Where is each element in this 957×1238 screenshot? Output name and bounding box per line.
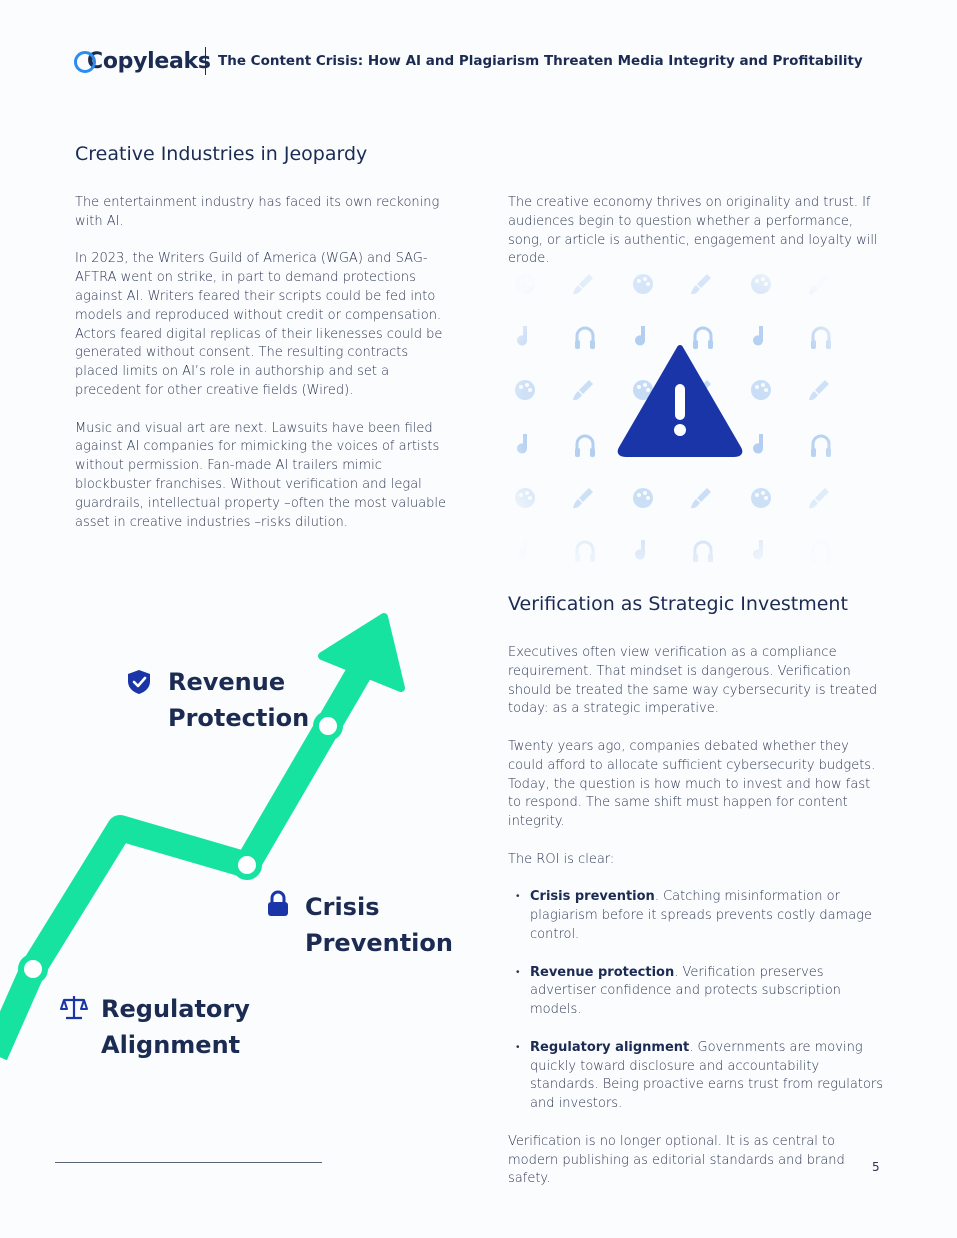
paragraph: The ROI is clear: — [508, 851, 615, 867]
milestone-dot — [232, 850, 262, 880]
bullet-text: . Governments are moving quickly toward … — [530, 1039, 884, 1112]
logo-ring-icon — [74, 51, 96, 73]
regulatory-alignment-label: Regulatory Alignment — [101, 991, 250, 1063]
verification-column: Executives often view verification as a … — [508, 644, 886, 1208]
bullet-title: Regulatory alignment — [530, 1039, 690, 1055]
crisis-prevention-label: Crisis Prevention — [305, 889, 453, 961]
list-item: Regulatory alignment. Governments are mo… — [508, 1039, 886, 1114]
header-divider — [205, 47, 206, 75]
label-line: Protection — [168, 704, 310, 732]
shield-check-icon — [128, 670, 150, 694]
footer-divider — [55, 1162, 322, 1163]
scales-icon — [60, 996, 88, 1020]
logo-text: Copyleaks — [87, 48, 211, 74]
paragraph: Twenty years ago, companies debated whet… — [508, 738, 876, 830]
bullet-title: Crisis prevention — [530, 889, 655, 905]
paragraph: Music and visual art are next. Lawsuits … — [75, 420, 447, 530]
bullet-text: . Catching misinformation or plagiarism … — [530, 889, 873, 942]
label-line: Crisis — [305, 893, 380, 921]
growth-arrow-graphic — [0, 613, 405, 1061]
paragraph: Executives often view verification as a … — [508, 645, 878, 717]
milestone-dot — [18, 954, 48, 984]
label-line: Regulatory — [101, 995, 250, 1023]
section-heading-creative: Creative Industries in Jeopardy — [75, 143, 368, 165]
paragraph: The creative economy thrives on original… — [508, 195, 878, 267]
roi-list: Crisis prevention. Catching misinformati… — [508, 888, 886, 1114]
list-item: Crisis prevention. Catching misinformati… — [508, 888, 886, 944]
revenue-protection-label: Revenue Protection — [168, 664, 309, 736]
bullet-text: . Verification preserves advertiser conf… — [530, 964, 841, 1018]
label-line: Alignment — [101, 1031, 241, 1059]
paragraph: The entertainment industry has faced its… — [75, 195, 440, 229]
warning-illustration — [505, 262, 845, 562]
bullet-title: Revenue protection — [530, 964, 675, 980]
copyleaks-logo: Copyleaks — [74, 44, 211, 78]
lock-icon — [268, 890, 288, 916]
arrow-head — [318, 613, 405, 692]
label-line: Revenue — [168, 668, 286, 696]
section-heading-verification: Verification as Strategic Investment — [508, 593, 848, 615]
paragraph: In 2023, the Writers Guild of America (W… — [75, 251, 443, 398]
paragraph: Verification is no longer optional. It i… — [508, 1133, 845, 1187]
document-title: The Content Crisis: How AI and Plagiaris… — [218, 53, 863, 69]
list-item: Revenue protection. Verification preserv… — [508, 964, 886, 1020]
creative-left-column: The entertainment industry has faced its… — [75, 194, 450, 551]
milestone-dot — [313, 711, 343, 741]
warning-triangle-icon — [617, 345, 743, 457]
creative-right-column: The creative economy thrives on original… — [508, 194, 878, 288]
label-line: Prevention — [305, 929, 453, 957]
growth-line — [0, 633, 390, 1061]
page-number: 5 — [872, 1160, 880, 1174]
